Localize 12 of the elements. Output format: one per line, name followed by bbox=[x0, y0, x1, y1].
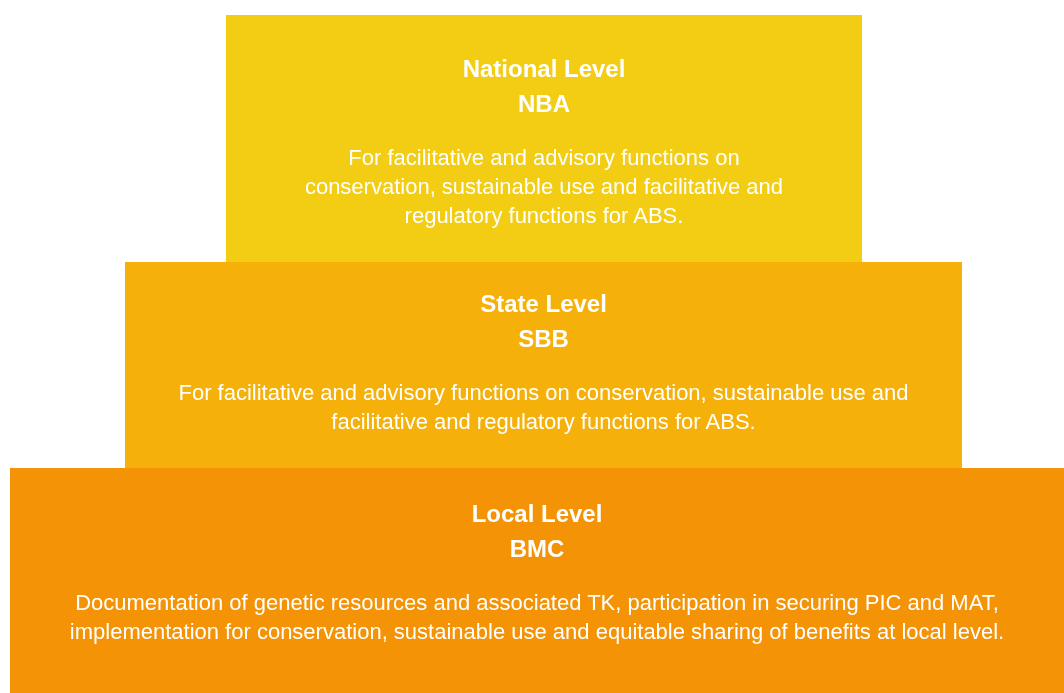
level-description: For facilitative and advisory functions on conservation, sustainable use and facilitative and regulatory functions for ABS. bbox=[177, 379, 910, 436]
level-acronym: NBA bbox=[518, 89, 570, 119]
level-description: For facilitative and advisory functions on conservation, sustainable use and facilitative and regulatory functions for ABS. bbox=[303, 144, 785, 230]
level-title: National Level bbox=[462, 54, 626, 84]
pyramid-tier bbox=[125, 262, 962, 468]
level-title: State Level bbox=[480, 289, 607, 319]
pyramid-tier bbox=[226, 15, 862, 262]
level-description: Documentation of genetic resources and associated TK, participation in securing PIC and MAT, implementation for conservation, sustainable use and equitable sharing of benefits at local level. bbox=[68, 589, 1006, 646]
level-acronym: SBB bbox=[518, 324, 569, 354]
level-acronym: BMC bbox=[509, 534, 565, 564]
pyramid-tier bbox=[10, 468, 1064, 693]
level-title: Local Level bbox=[471, 499, 603, 529]
